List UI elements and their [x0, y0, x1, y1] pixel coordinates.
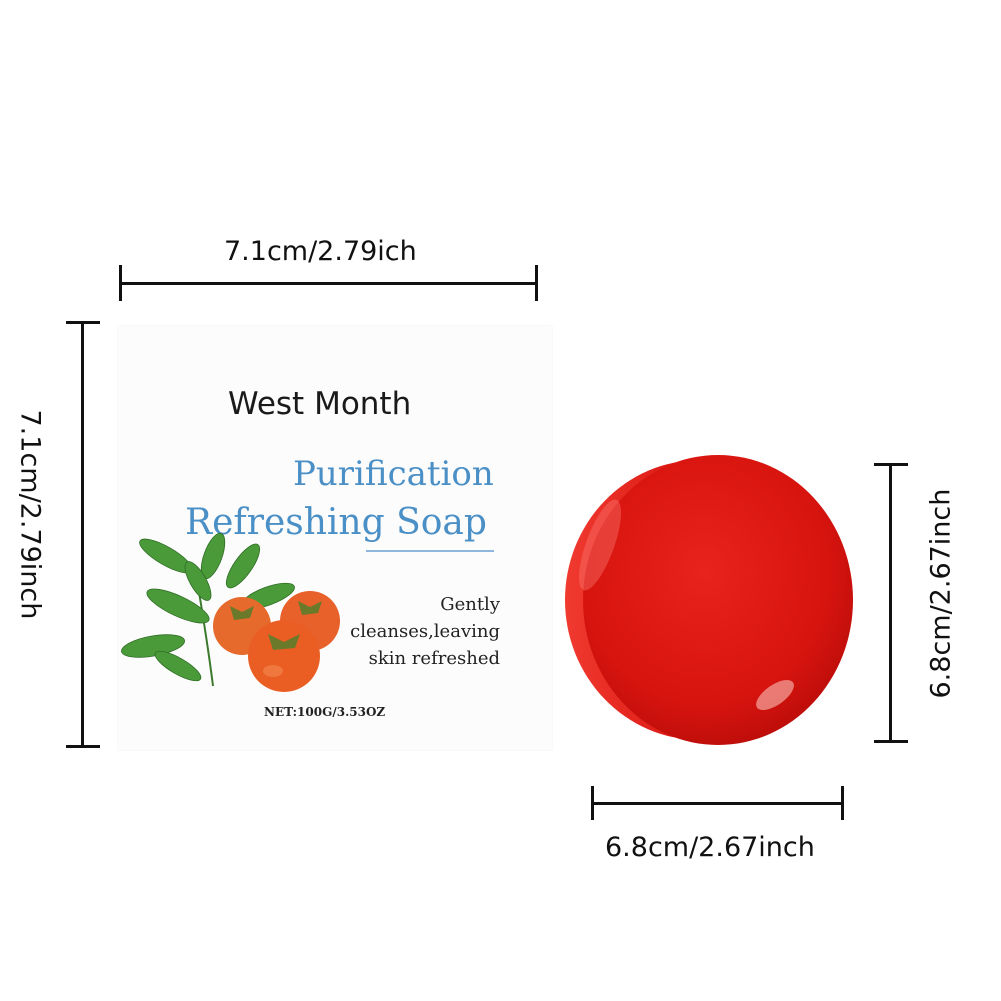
soap-package-box: West Month Purification Refreshing Soap … — [118, 326, 552, 750]
soap-width-label: 6.8cm/2.67inch — [605, 832, 815, 863]
soap-height-cap-bottom — [874, 740, 908, 743]
persimmon-fruits — [213, 591, 340, 692]
net-weight: NET:100G/3.53OZ — [264, 705, 386, 719]
red-soap-bar — [565, 455, 853, 745]
persimmon-leaf-illustration — [121, 532, 340, 692]
tagline-line1: Gently — [440, 594, 500, 615]
soap-height-cap-top — [874, 463, 908, 466]
soap-width-cap-right — [841, 786, 844, 820]
soap-height-label: 6.8cm/2.67inch — [925, 488, 957, 699]
soap-width-line — [593, 802, 843, 805]
box-width-cap-right — [535, 265, 538, 301]
box-height-cap-bottom — [66, 745, 100, 748]
soap-height-line — [889, 465, 892, 742]
product-title-line1: Purification — [293, 454, 494, 494]
box-height-line — [81, 323, 84, 747]
product-title-line2: Refreshing Soap — [185, 502, 487, 543]
box-height-cap-top — [66, 321, 100, 324]
soap-width-cap-left — [591, 786, 594, 820]
tagline-line2: cleanses,leaving — [350, 621, 500, 642]
box-width-label: 7.1cm/2.79ich — [224, 236, 417, 267]
tagline-line3: skin refreshed — [368, 648, 500, 669]
box-height-label: 7.1cm/2.79inch — [14, 409, 46, 620]
box-width-cap-left — [119, 265, 122, 301]
brand-name: West Month — [228, 386, 412, 422]
title-underline — [366, 550, 494, 552]
box-width-line — [121, 282, 537, 285]
